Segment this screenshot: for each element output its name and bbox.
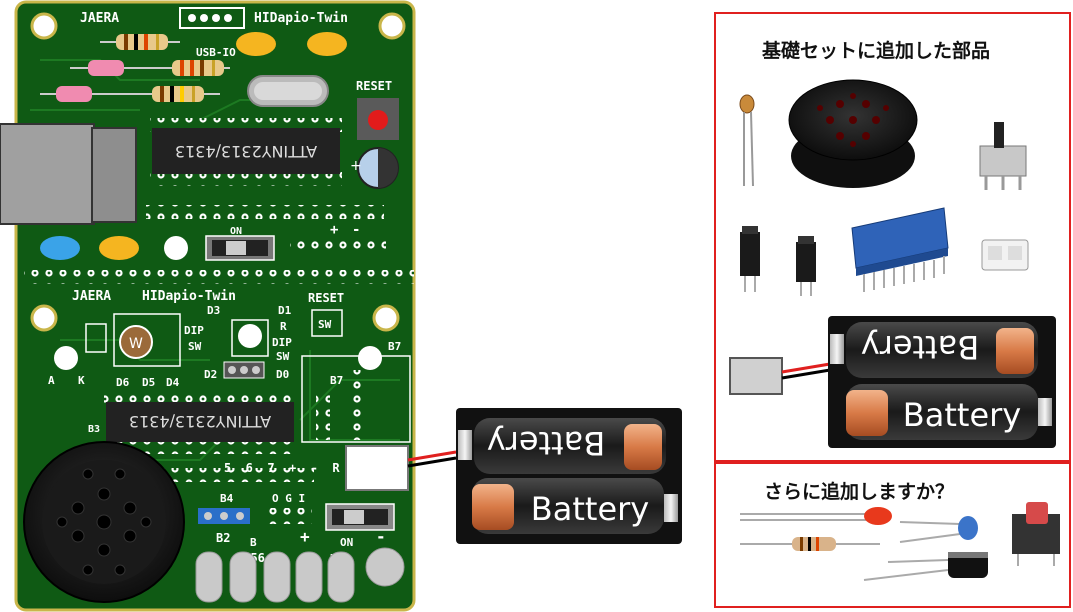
b-label: B <box>250 536 257 549</box>
on-label-bottom: ON <box>340 536 353 549</box>
b7-label-a: B7 <box>388 340 401 353</box>
dip-label-2: DIP <box>272 336 292 349</box>
r-label: R <box>280 320 287 333</box>
microcontroller-chip-bottom: ATTINY2313/4313 <box>104 392 296 454</box>
sw-label-2: SW <box>188 340 202 353</box>
blue-header <box>198 508 250 524</box>
panel-battery-label-flipped: Battery <box>861 328 979 366</box>
minus-label-bottom: - <box>376 527 386 546</box>
on-label-top: ON <box>230 226 242 237</box>
electrolytic-capacitor: + <box>350 147 399 189</box>
reset-button-top <box>357 98 399 140</box>
part-photoresistor <box>739 94 755 187</box>
jumper-d2 <box>223 361 265 379</box>
usb-io-label: USB-IO <box>196 46 236 59</box>
model-label-bottom: HIDapio-Twin <box>142 289 236 304</box>
led-orange-2 <box>307 32 347 56</box>
d1-label: D1 <box>278 304 292 317</box>
extra-parts-panel <box>714 462 1071 608</box>
minus-label: - <box>352 222 360 238</box>
ogi-label: O G I <box>272 492 305 505</box>
plus-label-bottom: + <box>300 527 310 546</box>
battery-label: Battery <box>531 490 649 528</box>
led-orange-1 <box>236 32 276 56</box>
a-label: A <box>48 374 55 387</box>
part-pin-header-1 <box>740 226 760 292</box>
basic-parts-panel <box>714 12 1071 462</box>
d6-label: D6 <box>116 376 130 389</box>
battery-label-flipped: Battery <box>487 424 605 462</box>
brand-label-bottom: JAERA <box>72 289 111 304</box>
part-socket-header <box>851 207 949 292</box>
b7-label-b: B7 <box>330 374 343 387</box>
speaker-on-board <box>23 441 185 603</box>
part-pin-header-2 <box>796 236 816 296</box>
part-ceramic-capacitor <box>899 516 978 543</box>
panel-battery-connector <box>729 357 831 395</box>
dip-label: DIP <box>184 324 204 337</box>
expansion-outline <box>301 355 411 443</box>
battery-connector <box>345 445 457 491</box>
svg-text:+: + <box>350 158 362 174</box>
sw-label-3: SW <box>276 350 290 363</box>
crystal-oscillator <box>247 75 329 107</box>
power-switch-top <box>205 235 275 261</box>
led-blue <box>40 236 80 260</box>
speaker-pad <box>231 319 269 357</box>
brand-label-top: JAERA <box>80 11 119 26</box>
power-switch-bottom <box>325 503 395 531</box>
chip-label-top: ATTINY2313/4313 <box>175 142 317 161</box>
panel-battery-label: Battery <box>903 396 1021 434</box>
model-label-top: HIDapio-Twin <box>254 11 348 26</box>
part-electrolytic-capacitor <box>863 552 988 581</box>
d3-label: D3 <box>207 304 220 317</box>
k-label: K <box>78 374 85 387</box>
b4-label: B4 <box>220 492 234 505</box>
b2-label: B2 <box>216 531 230 545</box>
reset-label-bottom: RESET <box>308 291 344 305</box>
microcontroller-chip-top: ATTINY2313/4313 <box>150 118 342 186</box>
b3-label: B3 <box>88 424 100 435</box>
d0-label: D0 <box>276 368 289 381</box>
part-tact-switch <box>1012 502 1060 566</box>
edge-connector <box>195 547 405 603</box>
pin-labels-567: 5 6 7 + - R <box>224 461 340 475</box>
part-resistor <box>740 537 880 551</box>
panel-battery-holder: Battery Battery <box>828 316 1056 448</box>
chip-label-bottom: ATTINY2313/4313 <box>129 412 271 431</box>
plus-label: + <box>330 222 338 238</box>
reset-label-top: RESET <box>356 79 392 93</box>
part-slide-switch <box>979 122 1027 190</box>
basic-parts-title: 基礎セットに追加した部品 <box>762 40 991 62</box>
svg-text:W: W <box>129 336 143 352</box>
d5-label: D5 <box>142 376 155 389</box>
trimmer-pot: W <box>113 313 181 367</box>
pin-header-top <box>179 7 245 29</box>
usb-connector <box>0 123 137 225</box>
part-speaker <box>788 79 918 188</box>
led-orange-3 <box>99 236 139 260</box>
sw-label: SW <box>318 318 332 331</box>
battery-holder-main: Battery Battery <box>456 408 682 544</box>
part-red-led <box>740 507 892 525</box>
extra-parts-title: さらに追加しますか？ <box>764 481 955 503</box>
part-jst-connector <box>981 239 1029 271</box>
d2-label: D2 <box>204 368 217 381</box>
d4-label: D4 <box>166 376 180 389</box>
resistors <box>40 34 230 102</box>
